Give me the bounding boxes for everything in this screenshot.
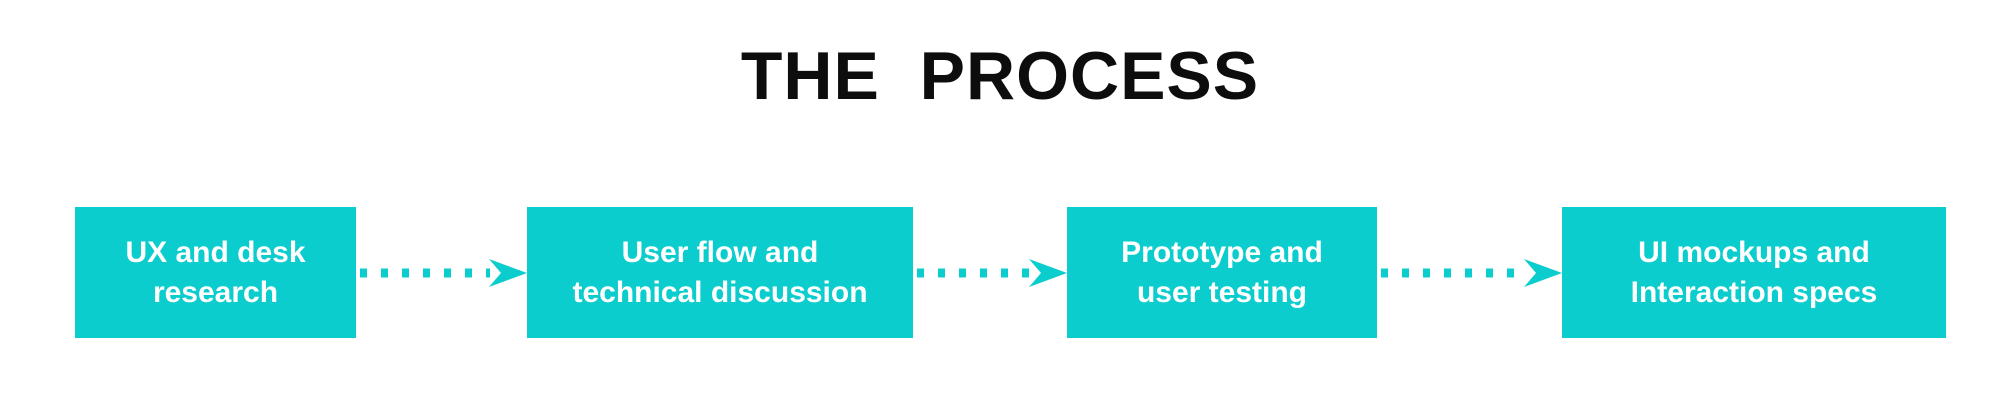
connector-arrow-2 (913, 259, 1067, 287)
connector-arrow-3 (1377, 259, 1562, 287)
page-title: THE PROCESS (740, 38, 1260, 114)
process-step-3-label: Prototype and user testing (1121, 235, 1323, 309)
connector-arrow-1 (356, 259, 527, 287)
process-step-1-label: UX and desk research (125, 235, 306, 309)
process-step-2-label: User flow and technical discussion (572, 235, 868, 309)
process-step-4[interactable]: UI mockups and Interaction specs (1562, 207, 1946, 338)
process-step-1[interactable]: UX and desk research (75, 207, 356, 338)
process-step-4-label: UI mockups and Interaction specs (1630, 235, 1878, 309)
process-step-2[interactable]: User flow and technical discussion (527, 207, 913, 338)
process-step-3[interactable]: Prototype and user testing (1067, 207, 1377, 338)
process-flow-row: UX and desk research User flow and techn… (0, 207, 2000, 338)
